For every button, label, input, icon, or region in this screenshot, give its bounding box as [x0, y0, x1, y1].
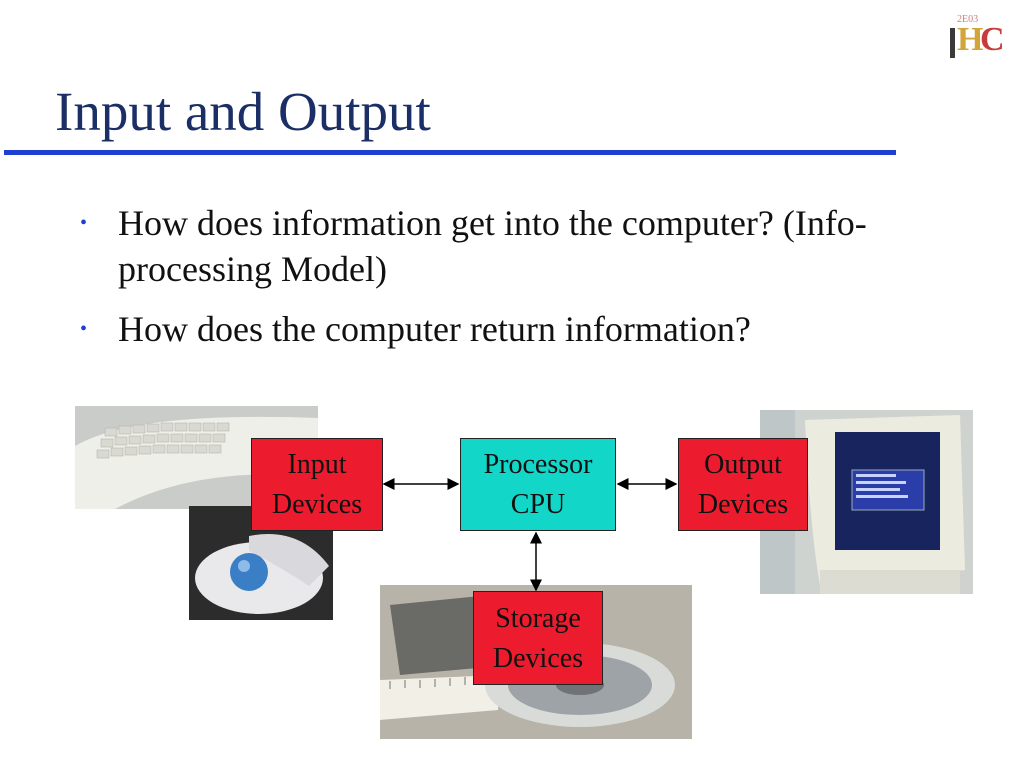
output-devices-line1: Output — [704, 449, 782, 480]
bullet-dot-icon: • — [80, 212, 88, 234]
bullet-item: • How does information get into the comp… — [80, 200, 960, 292]
logo-letter-c: C — [980, 21, 1005, 58]
bullet-item: • How does the computer return informati… — [80, 306, 960, 352]
logo-letter-h: H — [957, 21, 984, 58]
output-devices-box: Output Devices — [678, 438, 808, 531]
bullet-text: How does information get into the comput… — [118, 203, 867, 289]
ihc-logo: 2E03 H C — [948, 14, 1008, 58]
input-devices-line1: Input — [287, 449, 347, 480]
title-underline — [4, 150, 896, 155]
bullet-dot-icon: • — [80, 318, 88, 340]
storage-devices-line1: Storage — [495, 603, 581, 634]
processor-line1: Processor — [483, 449, 593, 480]
storage-devices-line2: Devices — [492, 643, 584, 674]
processor-line2: CPU — [510, 489, 566, 520]
logo-bar — [950, 28, 955, 58]
output-devices-line2: Devices — [697, 489, 789, 520]
input-devices-box: Input Devices — [251, 438, 383, 531]
monitor-photo — [760, 410, 973, 594]
processor-box: Processor CPU — [460, 438, 616, 531]
logo-small-text: 2E03 — [957, 14, 979, 25]
storage-devices-box: Storage Devices — [473, 591, 603, 685]
slide-title: Input and Output — [55, 81, 431, 142]
bullet-list: • How does information get into the comp… — [80, 200, 960, 366]
bullet-text: How does the computer return information… — [118, 309, 751, 349]
input-devices-line2: Devices — [271, 489, 363, 520]
